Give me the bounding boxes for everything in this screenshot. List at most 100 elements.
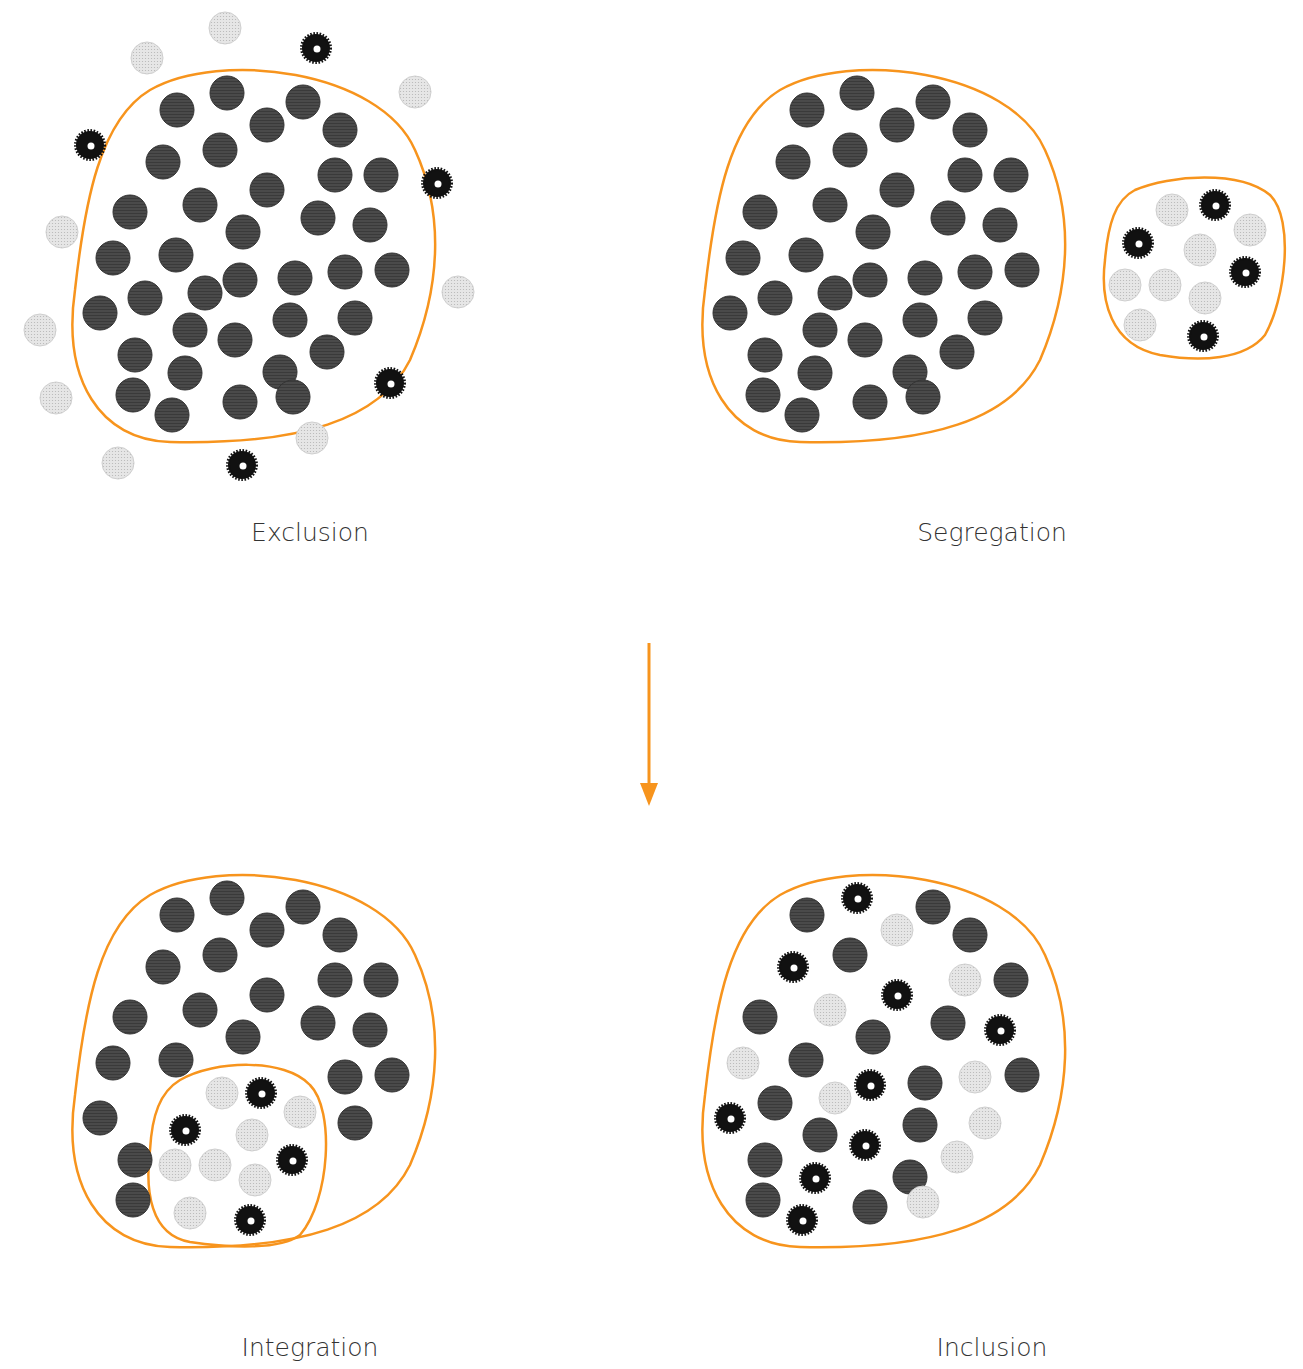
majority-dot	[994, 963, 1028, 997]
different-dot	[302, 34, 330, 62]
majority-dot	[856, 215, 890, 249]
group-outline	[72, 875, 435, 1247]
majority-dot	[113, 1000, 147, 1034]
majority-dot	[803, 1118, 837, 1152]
different-dot	[779, 953, 807, 981]
stage-label: Segregation	[917, 518, 1067, 547]
majority-dot	[746, 1183, 780, 1217]
different-dot	[423, 169, 451, 197]
group-outline	[702, 70, 1065, 442]
minority-dot	[284, 1096, 316, 1128]
different-dot	[228, 451, 256, 479]
dot-eye	[388, 381, 395, 388]
majority-dot	[118, 338, 152, 372]
majority-dot	[118, 1143, 152, 1177]
group-outline	[148, 1065, 326, 1247]
majority-dot	[364, 963, 398, 997]
minority-dot	[727, 1047, 759, 1079]
dot-eye	[1213, 203, 1220, 210]
majority-dot	[746, 378, 780, 412]
majority-dot	[908, 1066, 942, 1100]
majority-dot	[318, 963, 352, 997]
dot-eye	[800, 1218, 807, 1225]
stage-label: Integration	[242, 1333, 379, 1362]
minority-dot	[296, 422, 328, 454]
minority-dot	[174, 1197, 206, 1229]
majority-dot	[953, 918, 987, 952]
different-dot	[1201, 191, 1229, 219]
majority-dot	[276, 380, 310, 414]
majority-dot	[798, 356, 832, 390]
majority-dot	[903, 1108, 937, 1142]
majority-dot	[848, 323, 882, 357]
minority-dot	[814, 994, 846, 1026]
majority-dot	[273, 303, 307, 337]
minority-dot	[159, 1149, 191, 1181]
majority-dot	[748, 338, 782, 372]
majority-dot	[790, 898, 824, 932]
minority-dot	[949, 964, 981, 996]
minority-dot	[239, 1164, 271, 1196]
different-dot	[376, 369, 404, 397]
majority-dot	[353, 208, 387, 242]
majority-dot	[160, 898, 194, 932]
group-outline	[1104, 178, 1285, 359]
dot-eye	[1136, 241, 1143, 248]
majority-dot	[785, 398, 819, 432]
minority-dot	[1189, 282, 1221, 314]
majority-dot	[223, 263, 257, 297]
majority-dot	[203, 133, 237, 167]
dot-eye	[1201, 334, 1208, 341]
majority-dot	[818, 276, 852, 310]
dot-eye	[998, 1028, 1005, 1035]
minority-dot	[46, 216, 78, 248]
minority-dot	[236, 1119, 268, 1151]
majority-dot	[994, 158, 1028, 192]
majority-dot	[96, 241, 130, 275]
majority-dot	[188, 276, 222, 310]
different-dot	[76, 131, 104, 159]
minority-dot	[969, 1107, 1001, 1139]
minority-dot	[1109, 269, 1141, 301]
majority-dot	[286, 85, 320, 119]
majority-dot	[323, 113, 357, 147]
majority-dot	[813, 188, 847, 222]
majority-dot	[983, 208, 1017, 242]
stage-label: Exclusion	[251, 518, 369, 547]
majority-dot	[168, 356, 202, 390]
majority-dot	[159, 238, 193, 272]
majority-dot	[146, 145, 180, 179]
different-dot	[247, 1079, 275, 1107]
dot-eye	[88, 143, 95, 150]
majority-dot	[83, 1101, 117, 1135]
majority-dot	[743, 195, 777, 229]
majority-dot	[364, 158, 398, 192]
group-outline	[702, 875, 1065, 1247]
different-dot	[801, 1164, 829, 1192]
dot-eye	[895, 993, 902, 1000]
minority-dot	[40, 382, 72, 414]
different-dot	[236, 1206, 264, 1234]
different-dot	[278, 1146, 306, 1174]
majority-dot	[226, 1020, 260, 1054]
dot-eye	[863, 1143, 870, 1150]
majority-dot	[159, 1043, 193, 1077]
minority-dot	[1156, 194, 1188, 226]
minority-dot	[399, 76, 431, 108]
majority-dot	[323, 918, 357, 952]
majority-dot	[916, 890, 950, 924]
majority-dot	[790, 93, 824, 127]
majority-dot	[758, 1086, 792, 1120]
minority-dot	[102, 447, 134, 479]
majority-dot	[113, 195, 147, 229]
minority-dot	[442, 276, 474, 308]
minority-dot	[959, 1061, 991, 1093]
dot-eye	[791, 965, 798, 972]
dot-eye	[728, 1116, 735, 1123]
dot-eye	[868, 1083, 875, 1090]
majority-dot	[328, 255, 362, 289]
group-outline	[72, 70, 435, 442]
majority-dot	[853, 385, 887, 419]
majority-dot	[301, 1006, 335, 1040]
majority-dot	[833, 133, 867, 167]
